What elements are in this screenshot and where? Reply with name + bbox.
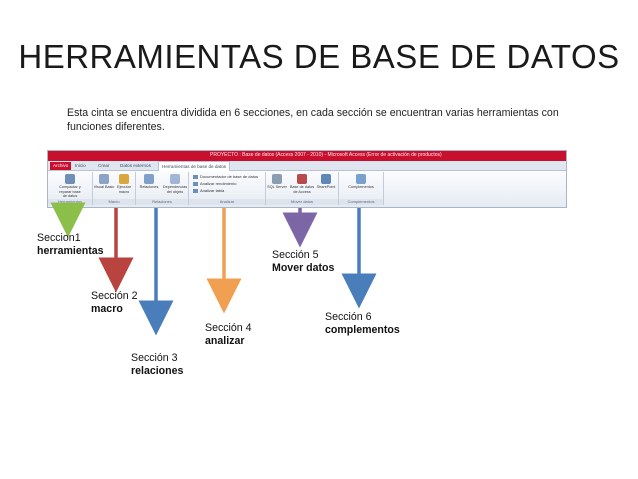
add-ins-button[interactable]: Complementos	[347, 174, 375, 190]
visual-basic-button[interactable]: Visual Basic	[93, 174, 115, 190]
database-icon	[65, 174, 75, 184]
sql-server-button[interactable]: SQL Server	[266, 174, 288, 190]
slide-title: HERRAMIENTAS DE BASE DE DATOS	[18, 38, 620, 75]
dependencies-icon	[170, 174, 180, 184]
group-relaciones: Relaciones Dependencias del objeto Relac…	[136, 172, 189, 205]
window-title: PROYECTO : Base de datos (Access 2007 - …	[210, 152, 442, 158]
tab-archivo[interactable]: Archivo	[50, 162, 72, 170]
ribbon-panel: Compactar y reparar base de datos Herram…	[48, 171, 566, 207]
tab-inicio[interactable]: Inicio	[75, 163, 86, 168]
group-herramientas: Compactar y reparar base de datos Herram…	[48, 172, 93, 205]
group-macro: Visual Basic Ejecutar macro Macro	[93, 172, 136, 205]
analyze-performance-button[interactable]: Analizar rendimiento	[193, 181, 236, 186]
ribbon-screenshot: PROYECTO : Base de datos (Access 2007 - …	[47, 150, 567, 208]
section-2-label: Sección 2 macro	[91, 290, 138, 315]
access-database-button[interactable]: Base de datos de Access	[289, 174, 315, 194]
ribbon-tabs: Archivo Inicio Crear Datos externos Herr…	[48, 161, 566, 171]
macro-icon	[119, 174, 129, 184]
compact-repair-button[interactable]: Compactar y reparar base de datos	[59, 174, 81, 199]
section-4-label: Sección 4 analizar	[205, 322, 252, 347]
group-complementos: Complementos Complementos	[339, 172, 384, 205]
section-3-label: Sección 3 relaciones	[131, 352, 184, 377]
sql-server-icon	[272, 174, 282, 184]
tab-herramientas-bd[interactable]: Herramientas de base de datos	[158, 161, 231, 171]
relationships-button[interactable]: Relaciones	[138, 174, 160, 190]
intro-text: Esta cinta se encuentra dividida en 6 se…	[67, 107, 559, 133]
tab-datos-externos[interactable]: Datos externos	[120, 163, 151, 168]
group-analizar: Documentador de base de datos Analizar r…	[189, 172, 266, 205]
sharepoint-button[interactable]: SharePoint	[315, 174, 337, 190]
object-dependencies-button[interactable]: Dependencias del objeto	[162, 174, 188, 194]
group-mover-datos: SQL Server Base de datos de Access Share…	[266, 172, 339, 205]
run-macro-button[interactable]: Ejecutar macro	[113, 174, 135, 194]
tab-crear[interactable]: Crear	[98, 163, 110, 168]
document-icon	[193, 174, 198, 179]
add-ins-icon	[356, 174, 366, 184]
performance-icon	[193, 181, 198, 186]
sharepoint-icon	[321, 174, 331, 184]
table-icon	[193, 188, 198, 193]
visual-basic-icon	[99, 174, 109, 184]
access-icon	[297, 174, 307, 184]
section-5-label: Sección 5 Mover datos	[272, 249, 335, 274]
section-6-label: Sección 6 complementos	[325, 311, 400, 336]
documenter-button[interactable]: Documentador de base de datos	[193, 174, 258, 179]
section-1-label: Seccion1 herramientas	[37, 232, 104, 257]
analyze-table-button[interactable]: Analizar tabla	[193, 188, 224, 193]
relationships-icon	[144, 174, 154, 184]
